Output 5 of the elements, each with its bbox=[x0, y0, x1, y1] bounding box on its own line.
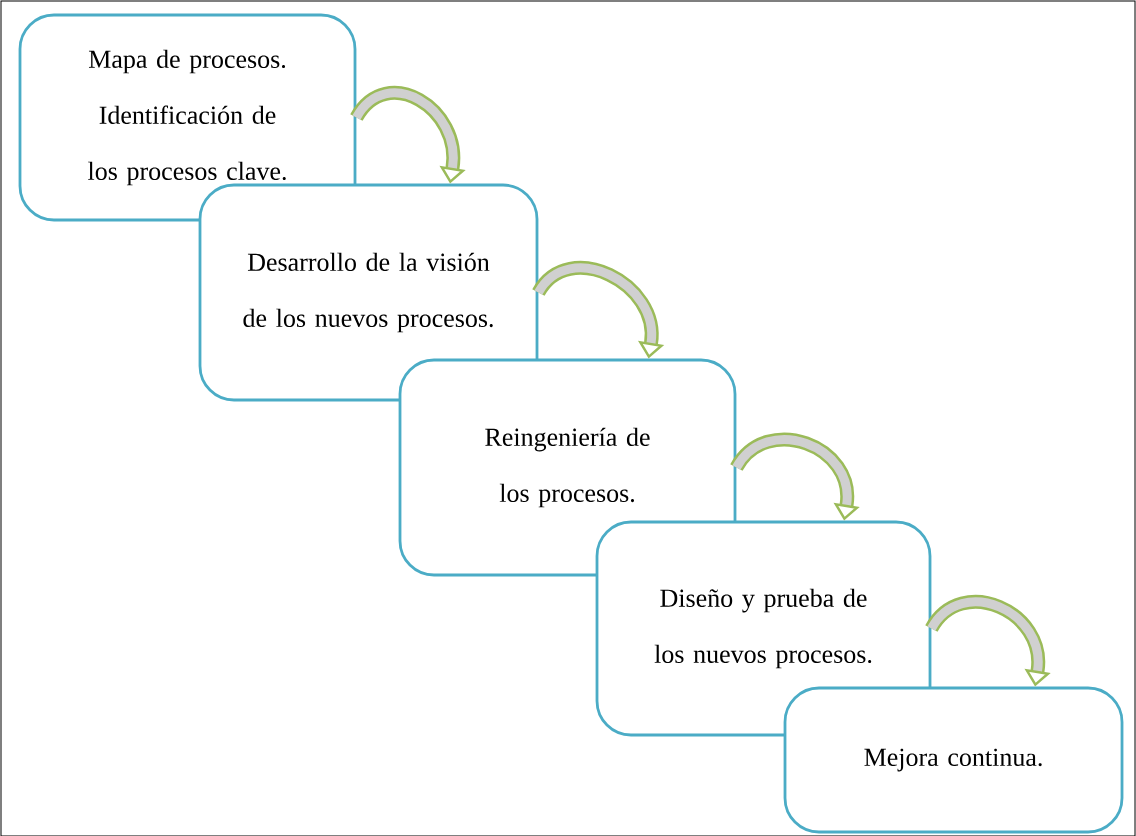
process-box: Reingeniería de los procesos. bbox=[398, 358, 737, 577]
process-box: Mejora continua. bbox=[783, 686, 1124, 834]
process-box: Desarrollo de la visión de los nuevos procesos. bbox=[198, 183, 539, 402]
process-box: Mapa de procesos. Identificación de los procesos clave. bbox=[18, 13, 357, 222]
process-box: Diseño y prueba de los nuevos procesos. bbox=[595, 520, 932, 737]
